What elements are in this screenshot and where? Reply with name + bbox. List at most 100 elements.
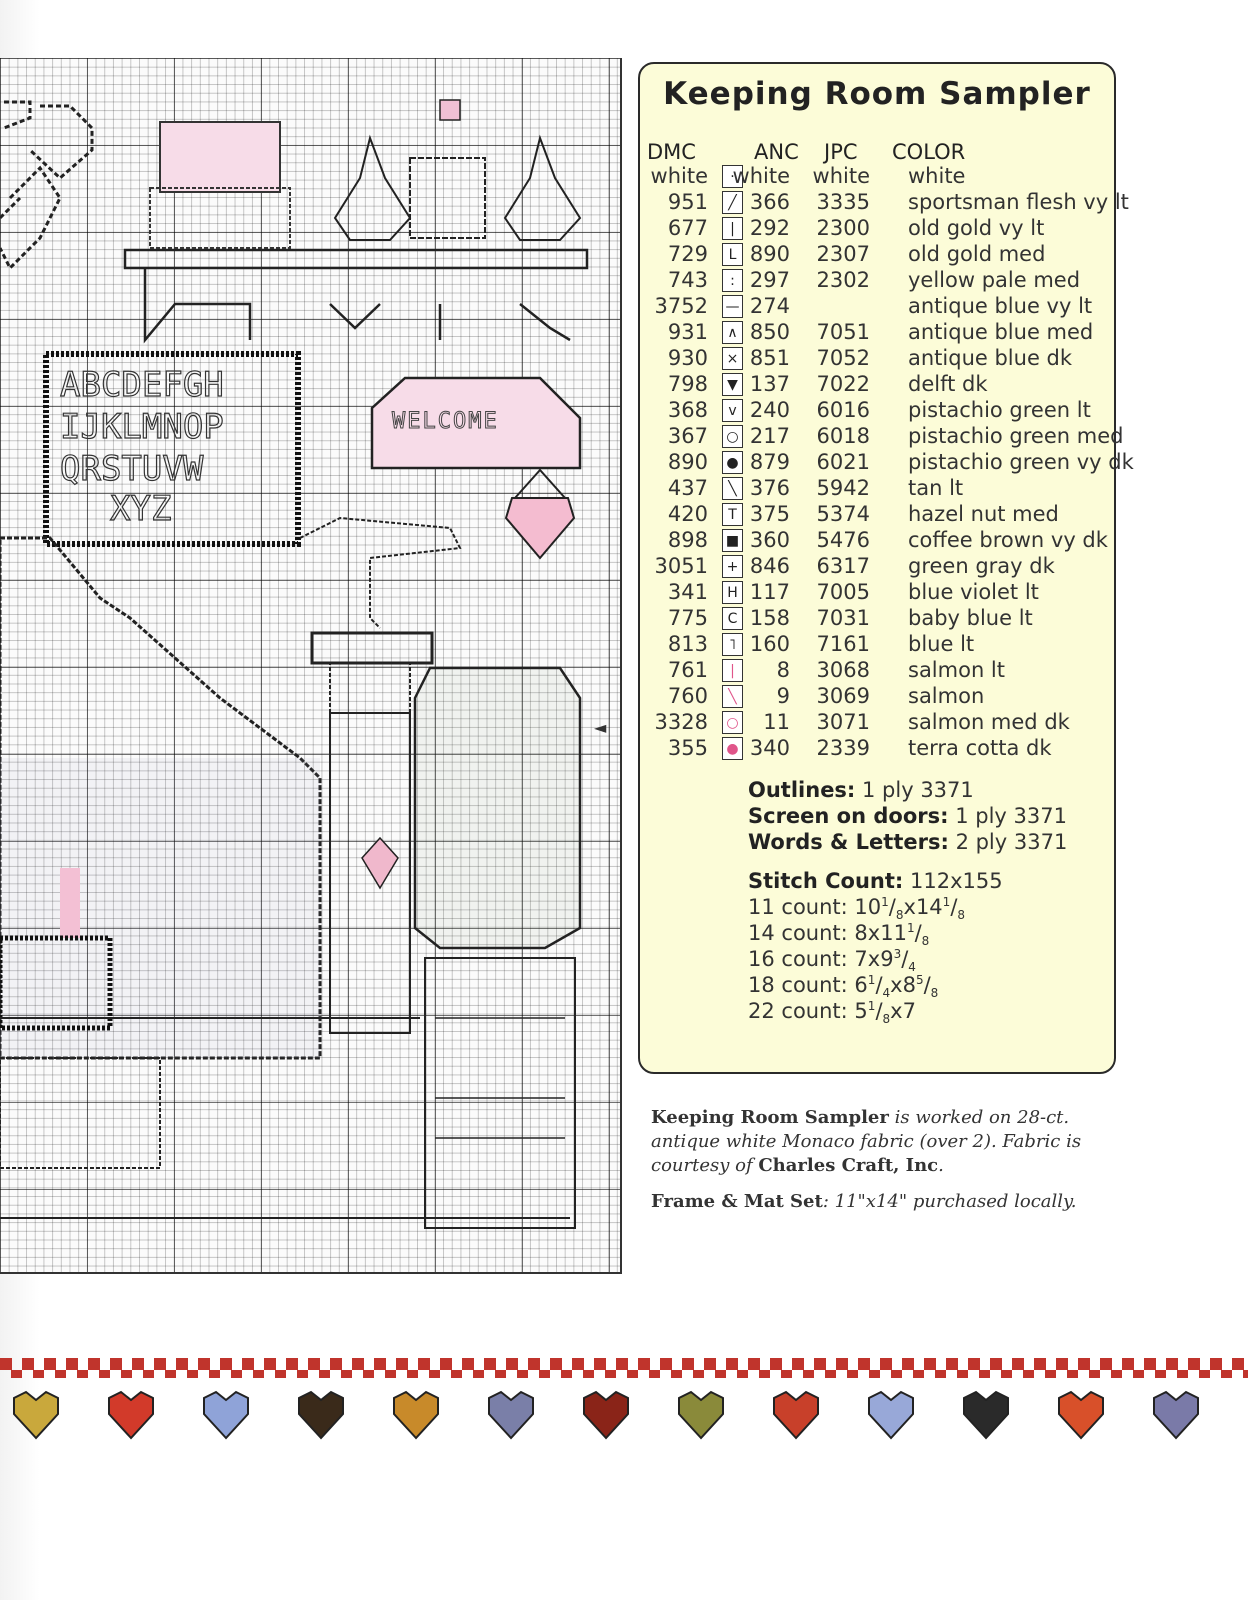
jpc-number: 7051 <box>816 320 870 344</box>
dmc-number: 761 <box>667 658 708 682</box>
border-stitch-block <box>550 1358 562 1370</box>
color-name: blue violet lt <box>908 580 1039 604</box>
dmc-number: 775 <box>667 606 708 630</box>
count-size: 61/4x85/8 <box>854 973 939 1001</box>
anc-number: 366 <box>749 190 790 214</box>
anc-number: 879 <box>749 450 790 474</box>
border-stitch-block <box>836 1358 848 1370</box>
jpc-number: 6021 <box>816 450 870 474</box>
stitch-symbol-icon: — <box>722 295 743 318</box>
stitch-symbol-icon: × <box>722 347 743 370</box>
jpc-number: white <box>812 164 870 188</box>
border-stitch-block <box>1133 1370 1144 1378</box>
border-stitch-block <box>429 1370 440 1378</box>
border-heart <box>108 1390 154 1440</box>
anc-number: 9 <box>776 684 790 708</box>
anc-number: 846 <box>749 554 790 578</box>
border-heart <box>583 1390 629 1440</box>
border-heart <box>298 1390 344 1440</box>
border-stitch-block <box>649 1370 660 1378</box>
stitch-symbol-icon: ● <box>722 451 743 474</box>
border-stitch-block <box>693 1370 704 1378</box>
border-stitch-block <box>396 1358 408 1370</box>
border-stitch-block <box>154 1358 166 1370</box>
frame-note: Frame & Mat Set: 11"x14" purchased local… <box>651 1190 1121 1214</box>
outlines-value: 1 ply 3371 <box>862 778 974 802</box>
border-stitch-block <box>418 1358 430 1370</box>
svg-text:XYZ: XYZ <box>110 489 171 529</box>
border-stitch-block <box>77 1370 88 1378</box>
stitch-symbol-icon: | <box>722 659 743 682</box>
border-stitch-block <box>55 1370 66 1378</box>
jpc-number: 6317 <box>816 554 870 578</box>
anc-number: 117 <box>749 580 790 604</box>
jpc-number: 5374 <box>816 502 870 526</box>
count-size: 101/8x141/8 <box>854 895 966 923</box>
border-stitch-block <box>66 1358 78 1370</box>
border-stitch-block <box>1067 1370 1078 1378</box>
border-stitch-block <box>1045 1370 1056 1378</box>
stitch-symbol-icon: ○ <box>722 711 743 734</box>
border-stitch-block <box>1210 1358 1222 1370</box>
count-label: 11 count: <box>748 895 848 919</box>
dmc-number: 760 <box>667 684 708 708</box>
outlines-label: Outlines: <box>748 778 856 802</box>
border-stitch-block <box>308 1358 320 1370</box>
jpc-number: 2300 <box>816 216 870 240</box>
border-stitch-block <box>1188 1358 1200 1370</box>
fabric-count-line: 16 count: 7x93/4 <box>748 947 916 974</box>
color-key-box: Keeping Room Sampler DMC ANC JPC COLOR w… <box>638 62 1134 1074</box>
border-heart <box>963 1390 1009 1440</box>
border-stitch-block <box>1078 1358 1090 1370</box>
jpc-number: 2307 <box>816 242 870 266</box>
border-stitch-block <box>671 1370 682 1378</box>
border-stitch-block <box>1122 1358 1134 1370</box>
color-name: delft dk <box>908 372 988 396</box>
note-text-2: . <box>938 1155 944 1176</box>
anc-number: 360 <box>749 528 790 552</box>
border-stitch-block <box>22 1358 34 1370</box>
anc-number: 890 <box>749 242 790 266</box>
border-stitch-block <box>363 1370 374 1378</box>
anc-number: 137 <box>749 372 790 396</box>
border-stitch-block <box>825 1370 836 1378</box>
color-name: salmon med dk <box>908 710 1070 734</box>
border-stitch-block <box>1100 1358 1112 1370</box>
svg-text:QRSTUVW: QRSTUVW <box>60 449 204 489</box>
anc-number: 850 <box>749 320 790 344</box>
border-stitch-block <box>1012 1358 1024 1370</box>
jpc-number: 2339 <box>816 736 870 760</box>
stitch-symbol-icon: ○ <box>722 425 743 448</box>
header-dmc: DMC <box>647 140 696 164</box>
jpc-number: 7161 <box>816 632 870 656</box>
border-stitch-block <box>1001 1370 1012 1378</box>
header-color: COLOR <box>892 140 966 164</box>
anc-number: white <box>732 164 790 188</box>
border-heart <box>678 1390 724 1440</box>
svg-text:WELCOME: WELCOME <box>392 409 499 434</box>
chart-shelf <box>123 99 589 344</box>
border-stitch-block <box>198 1358 210 1370</box>
border-stitch-block <box>44 1358 56 1370</box>
border-stitch-block <box>528 1358 540 1370</box>
color-name: hazel nut med <box>908 502 1059 526</box>
anc-number: 158 <box>749 606 790 630</box>
border-stitch-block <box>803 1370 814 1378</box>
border-stitch-block <box>781 1370 792 1378</box>
dmc-number: 3752 <box>654 294 708 318</box>
jpc-number: 5476 <box>816 528 870 552</box>
border-stitch-block <box>1243 1370 1248 1378</box>
border-stitch-block <box>462 1358 474 1370</box>
border-stitch-block <box>297 1370 308 1378</box>
border-stitch-block <box>165 1370 176 1378</box>
border-stitch-block <box>880 1358 892 1370</box>
anc-number: 375 <box>749 502 790 526</box>
border-heart <box>1153 1390 1199 1440</box>
